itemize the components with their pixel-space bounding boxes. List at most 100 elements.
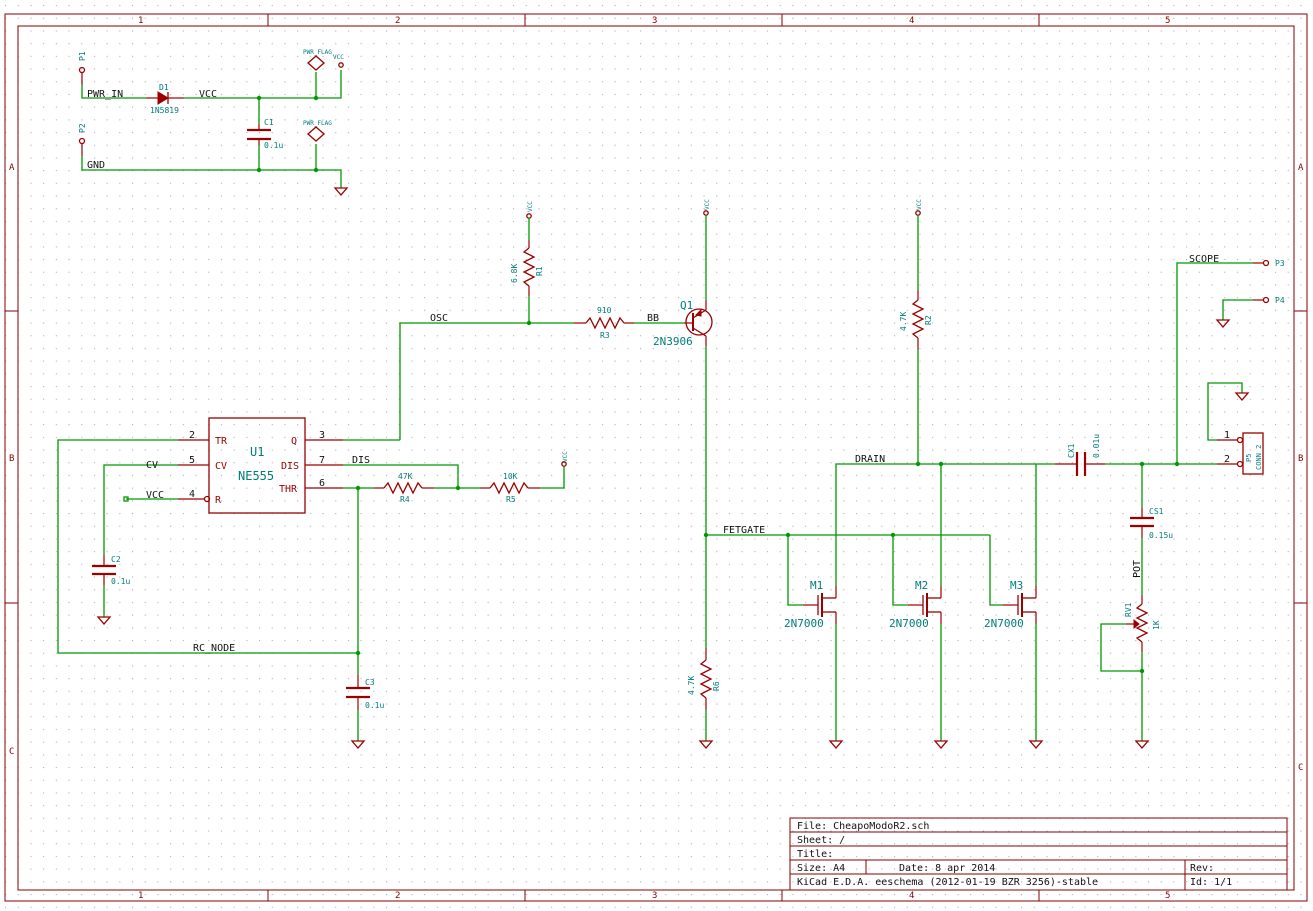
connector-p5[interactable]: 1 2 P5 CONN_2 <box>1217 430 1264 475</box>
resistor-r3[interactable]: 910 R3 <box>574 306 634 340</box>
net-label-vcc: VCC <box>199 89 217 100</box>
net-label-fetgate: FETGATE <box>723 525 765 536</box>
net-label-osc: OSC <box>430 313 448 324</box>
mosfet-m3[interactable]: M3 2N7000 <box>984 579 1037 630</box>
title-block-size: Size: A4 <box>797 863 845 874</box>
m3-reference: M3 <box>1010 579 1023 592</box>
vcc-symbol-r5 <box>561 461 567 467</box>
d1-reference: D1 <box>159 83 169 92</box>
title-block-id: Id: 1/1 <box>1190 877 1232 888</box>
r1-reference: R1 <box>535 266 544 276</box>
pwr-flag-2-label: PWR_FLAG <box>303 120 332 127</box>
resistor-r6[interactable]: 4.7K R6 <box>687 648 721 710</box>
capacitor-cx1[interactable]: CX1 0.01u <box>1055 434 1105 476</box>
u1-pin-r-label: R <box>215 495 222 506</box>
column-label-bottom-2: 2 <box>395 891 400 901</box>
c1-value: 0.1u <box>264 141 283 150</box>
m1-value: 2N7000 <box>784 617 824 630</box>
capacitor-c3[interactable]: C3 0.1u <box>346 675 384 710</box>
r5-value: 10K <box>503 472 518 481</box>
pwr-flag-1-label: PWR_FLAG <box>303 49 332 56</box>
diode-d1[interactable]: D1 1N5819 <box>146 83 184 115</box>
mosfet-m1[interactable]: M1 2N7000 <box>784 579 837 630</box>
power-input-section: P1 P2 D1 1N5819 PWR_IN VCC GND <box>78 49 349 196</box>
connector-p2[interactable]: P2 <box>78 123 87 156</box>
resistor-r4[interactable]: 47K R4 <box>374 472 434 504</box>
u1-pin-5-number: 5 <box>189 455 195 466</box>
vcc-label-r1: VCC <box>527 201 534 212</box>
r2-value: 4.7K <box>899 312 908 331</box>
r4-reference: R4 <box>400 495 410 504</box>
resistor-r1[interactable]: 6.8K R1 <box>510 240 544 296</box>
ground-symbol-p5 <box>1234 392 1250 401</box>
r6-value: 4.7K <box>687 676 696 695</box>
u1-pin-cv-label: CV <box>215 461 227 472</box>
r6-reference: R6 <box>712 681 721 691</box>
ic-u1-ne555[interactable]: U1 NE555 TR CV R 2 5 4 Q DIS THR 3 7 6 <box>178 417 343 514</box>
q1-reference: Q1 <box>680 299 693 312</box>
vcc-label-r2: VCC <box>916 199 923 210</box>
net-label-scope: SCOPE <box>1189 254 1219 265</box>
m1-reference: M1 <box>810 579 823 592</box>
column-label-bottom-1: 1 <box>138 891 143 901</box>
r3-reference: R3 <box>600 331 610 340</box>
cx1-reference: CX1 <box>1067 443 1076 458</box>
u1-pin-dis-label: DIS <box>281 461 299 472</box>
p5-reference: P5 <box>1245 454 1253 462</box>
potentiometer-rv1[interactable]: RV1 1K <box>1124 595 1161 652</box>
r1-value: 6.8K <box>510 264 519 283</box>
r2-reference: R2 <box>924 315 933 325</box>
net-label-dis: DIS <box>352 455 370 466</box>
resistor-r2[interactable]: 4.7K R2 <box>899 290 933 350</box>
column-label-bottom-4: 4 <box>909 891 914 901</box>
ground-symbol-m2 <box>933 740 949 749</box>
mosfet-m2[interactable]: M2 2N7000 <box>889 579 942 630</box>
ground-symbol-m1 <box>828 740 844 749</box>
cx1-value: 0.01u <box>1092 434 1101 458</box>
p4-reference: P4 <box>1275 296 1285 305</box>
capacitor-cs1[interactable]: CS1 0.15u <box>1130 507 1173 540</box>
row-label-right-b: B <box>1298 454 1303 464</box>
timer-section: U1 NE555 TR CV R 2 5 4 Q DIS THR 3 7 6 <box>57 417 569 749</box>
net-label-drain: DRAIN <box>855 454 885 465</box>
ground-symbol-p4 <box>1215 319 1231 328</box>
connector-p4[interactable]: P4 <box>1253 296 1285 305</box>
power-flag-2[interactable]: PWR_FLAG <box>303 120 332 142</box>
c1-reference: C1 <box>264 118 274 127</box>
cs1-value: 0.15u <box>1149 531 1173 540</box>
net-label-rc-node: RC_NODE <box>193 643 235 654</box>
p5-pin-1-number: 1 <box>1224 430 1230 441</box>
title-block-date: Date: 8 apr 2014 <box>899 863 995 874</box>
title-block: File: CheapoModoR2.sch Sheet: / Title: S… <box>789 817 1288 891</box>
transistor-q1[interactable]: Q1 2N3906 <box>653 299 713 348</box>
vcc-power-symbol[interactable]: VCC <box>333 54 344 68</box>
u1-reference: U1 <box>250 445 264 459</box>
column-label-top-3: 3 <box>652 16 657 26</box>
column-label-bottom-5: 5 <box>1165 891 1170 901</box>
ground-symbol-r6 <box>698 740 714 749</box>
power-flag-1[interactable]: PWR_FLAG <box>303 49 332 71</box>
rv1-value: 1K <box>1152 620 1161 630</box>
capacitor-c2[interactable]: C2 0.1u <box>92 555 130 586</box>
connector-p3[interactable]: P3 <box>1253 259 1285 268</box>
row-label-right-a: A <box>1298 163 1304 173</box>
vcc-label-r5: VCC <box>562 451 569 462</box>
title-block-sheet: Sheet: / <box>797 835 845 846</box>
output-section: CX1 0.01u CS1 0.15u POT RV1 1K <box>1055 254 1285 749</box>
m2-reference: M2 <box>915 579 928 592</box>
connector-p1[interactable]: P1 <box>78 51 87 85</box>
column-label-top-5: 5 <box>1165 16 1170 26</box>
cs1-reference: CS1 <box>1149 507 1164 516</box>
row-label-right-c: C <box>1298 763 1303 773</box>
c3-value: 0.1u <box>365 701 384 710</box>
column-label-top-1: 1 <box>138 16 143 26</box>
capacitor-c1[interactable]: C1 0.1u <box>247 118 283 150</box>
u1-pin-q-label: Q <box>291 436 297 447</box>
oscillator-driver-section: VCC 6.8K R1 OSC 910 R3 BB <box>399 199 721 749</box>
sheet-frame: 1 2 3 4 5 1 2 3 4 5 A B C A B C <box>4 13 1308 902</box>
title-block-title: Title: <box>797 849 833 860</box>
c2-reference: C2 <box>111 555 121 564</box>
resistor-r5[interactable]: 10K R5 <box>480 472 540 504</box>
d1-value: 1N5819 <box>150 106 179 115</box>
